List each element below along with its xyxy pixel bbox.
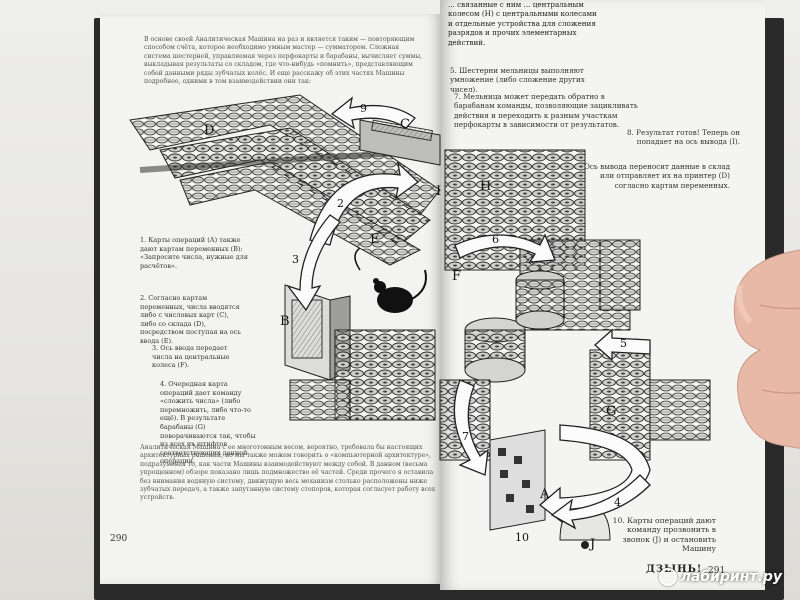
- arrow-4: [550, 474, 651, 530]
- arrow-3: [286, 214, 341, 312]
- caption-5: 5. Шестерни мельницы выполняют умножение…: [450, 66, 585, 94]
- mill-gears: [444, 149, 711, 461]
- flow-arrows: [286, 96, 651, 530]
- lower-left-gears: [289, 329, 436, 421]
- arrow-7: [453, 379, 489, 476]
- left-outro-text: Аналитическая Машина с ее многотонным ве…: [140, 444, 436, 502]
- label-E: E: [370, 232, 380, 247]
- label-A: A: [539, 487, 550, 502]
- arrow-num-3: 3: [292, 253, 299, 266]
- arrow-5: [594, 328, 651, 362]
- label-D: D: [204, 123, 214, 138]
- arrow-num-7: 7: [462, 430, 469, 443]
- page-number-right: 291: [708, 566, 726, 576]
- label-H: H: [480, 179, 491, 194]
- number-card-reader: [359, 119, 441, 166]
- page-number-left: 290: [110, 534, 128, 544]
- arrow-6: [454, 233, 556, 263]
- part-labels: D C B E I H F G A J: [204, 117, 616, 552]
- hand-holding-book: [733, 249, 800, 449]
- arrow-num-5: 5: [620, 337, 627, 350]
- arrow-number-labels: 2 9 3 6 5 4 7 10: [292, 102, 627, 544]
- caption-9: 9. Ось вывода переносит данные в склад и…: [574, 162, 730, 190]
- label-I: I: [436, 184, 441, 199]
- caption-3: 3. Ось ввода передает числа на центральн…: [152, 344, 230, 370]
- arrow-loop: [538, 424, 651, 524]
- arrow-num-9: 9: [360, 102, 367, 115]
- right-top-text: ... связанные с ним ... центральным коле…: [448, 0, 597, 47]
- label-G: G: [606, 404, 616, 419]
- caption-7: 7. Мельница может передать обратно в бар…: [454, 92, 638, 130]
- mouse-figure: [354, 247, 427, 313]
- label-F: F: [452, 269, 461, 284]
- caption-2: 2. Согласно картам переменных, числа вво…: [140, 294, 241, 345]
- left-intro-text: В основе своей Аналитическая Машина на р…: [144, 36, 423, 86]
- caption-8: 8. Результат готов! Теперь он попадает н…: [626, 128, 740, 147]
- label-J: J: [588, 537, 595, 552]
- caption-4: 4. Очередная карта операций дает команду…: [160, 380, 256, 466]
- arrow-2: [309, 161, 420, 246]
- label-C: C: [400, 117, 410, 132]
- arrow-num-4: 4: [614, 496, 621, 509]
- arrow-num-2: 2: [337, 197, 344, 210]
- arrow-num-10: 10: [515, 531, 529, 544]
- caption-10: 10. Карты операций дают команду прозвони…: [612, 516, 716, 554]
- watermark-text: лабиринт.ру: [680, 569, 782, 585]
- labirint-logo-icon: [658, 568, 677, 586]
- label-B: B: [280, 314, 290, 329]
- arrow-9: [330, 96, 416, 130]
- caption-1: 1. Карты операций (А) также дают картам …: [140, 236, 248, 270]
- arrow-num-6: 6: [492, 233, 499, 246]
- watermark: лабиринт.ру: [658, 568, 782, 586]
